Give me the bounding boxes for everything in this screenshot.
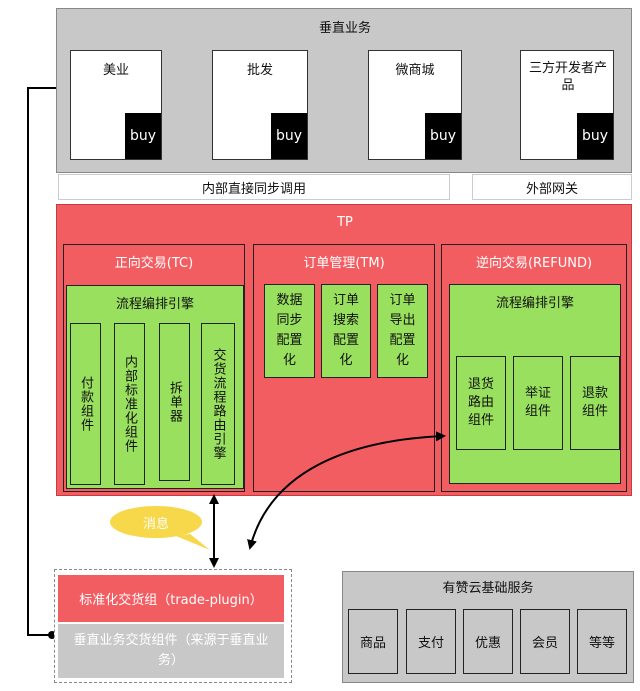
tc-payment-component: 付款组件 [70, 323, 101, 485]
standard-delivery-group: 标准化交货组（trade-plugin） [58, 575, 284, 622]
refund-title: 逆向交易(REFUND) [475, 255, 593, 271]
tm-order-export-config: 订单导出配置化 [377, 284, 428, 378]
base-service-etc: 等等 [577, 609, 627, 674]
refund-evidence-component: 举证组件 [513, 356, 563, 450]
buy-tag: buy [577, 113, 613, 159]
vertical-item-pifa: 批发 buy [212, 50, 308, 160]
base-services-title: 有赞云基础服务 [442, 580, 534, 596]
base-service-payment: 支付 [406, 609, 456, 674]
refund-return-routing-component: 退货路由组件 [456, 356, 506, 450]
tc-delivery-routing-engine: 交货流程路由引擎 [201, 323, 235, 485]
base-service-product: 商品 [348, 609, 398, 674]
refund-refund-component: 退款组件 [570, 356, 620, 450]
buy-tag: buy [271, 113, 307, 159]
tc-order-splitter: 拆单器 [159, 323, 190, 481]
refund-engine-title: 流程编排引擎 [495, 295, 574, 311]
internal-sync-call-bar: 内部直接同步调用 [58, 174, 450, 200]
tc-engine-title: 流程编排引擎 [115, 296, 194, 312]
tm-title: 订单管理(TM) [303, 255, 385, 271]
vertical-business-title: 垂直业务 [318, 20, 371, 36]
left-bracket-line [27, 87, 56, 636]
tc-internal-standard-component: 内部标准化组件 [114, 323, 145, 485]
buy-tag: buy [425, 113, 461, 159]
tp-title: TP [337, 214, 353, 230]
tm-order-search-config: 订单搜索配置化 [321, 284, 371, 378]
message-label: 消息 [142, 516, 169, 532]
vertical-item-weishangcheng: 微商城 buy [368, 50, 462, 160]
vertical-delivery-component: 垂直业务交货组件（来源于垂直业务） [58, 624, 284, 678]
tm-data-sync-config: 数据同步配置化 [264, 284, 315, 378]
vertical-item-third-party: 三方开发者产品 buy [520, 50, 614, 160]
buy-tag: buy [125, 113, 161, 159]
base-service-discount: 优惠 [463, 609, 513, 674]
base-service-member: 会员 [520, 609, 570, 674]
external-gateway-bar: 外部网关 [472, 174, 632, 200]
vertical-item-meiye: 美业 buy [70, 50, 162, 160]
tc-title: 正向交易(TC) [114, 255, 194, 271]
